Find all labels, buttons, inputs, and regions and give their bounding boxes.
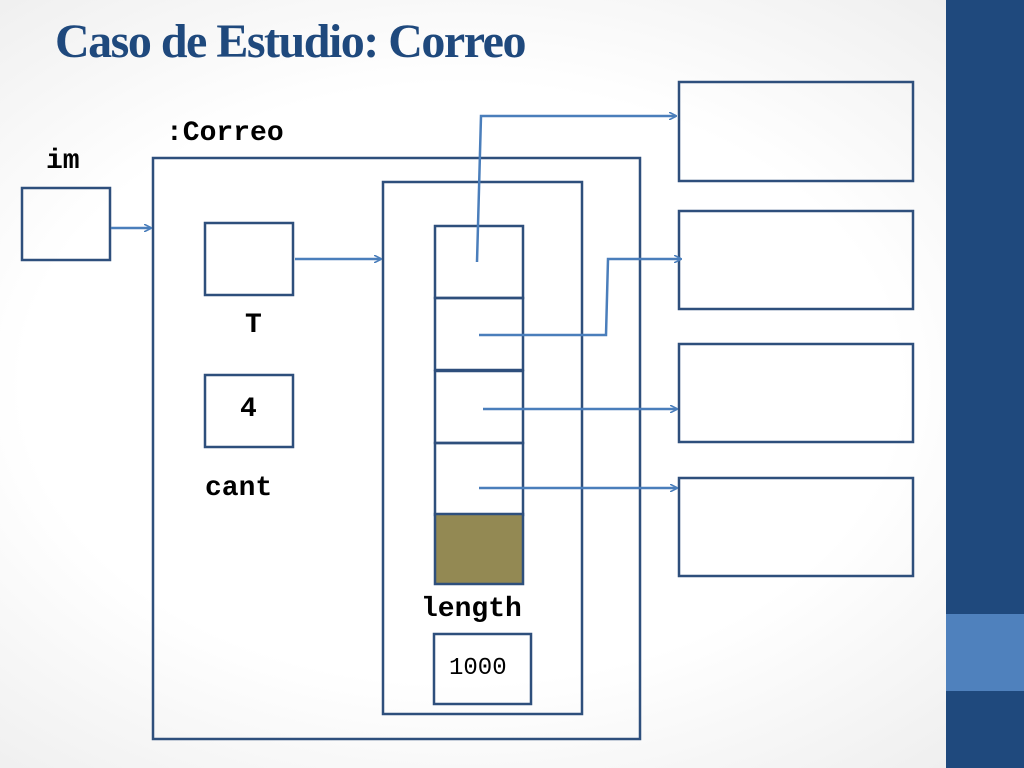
im-variable-label: im: [46, 146, 80, 177]
mail-object-box: [677, 476, 915, 578]
length-label: length: [421, 594, 522, 625]
mail-object-box: [677, 342, 915, 444]
t-reference-box: [203, 221, 295, 297]
t-reference-label: T: [245, 310, 262, 341]
array-cell: [433, 369, 525, 445]
correo-object-label: :Correo: [166, 118, 284, 149]
length-value: 1000: [449, 655, 507, 682]
array-cell: [433, 441, 525, 517]
length-value-box: [432, 632, 533, 706]
array-cell: [433, 224, 525, 300]
mail-object-box: [677, 80, 915, 183]
correo-object-box: [151, 156, 642, 741]
cant-value: 4: [240, 394, 257, 425]
cell-1-to-mail-1-arrow: [475, 116, 676, 263]
array-object-box: [381, 180, 584, 716]
side-bar-accent: [946, 614, 1024, 691]
im-variable-box: [20, 186, 112, 262]
mail-object-box: [677, 209, 915, 311]
slide-title: Caso de Estudio: Correo: [55, 15, 526, 68]
array-cell-filled: [433, 512, 525, 586]
cell-2-to-mail-2-arrow: [479, 259, 681, 337]
cant-label: cant: [205, 473, 273, 504]
cant-value-box: [203, 373, 295, 449]
